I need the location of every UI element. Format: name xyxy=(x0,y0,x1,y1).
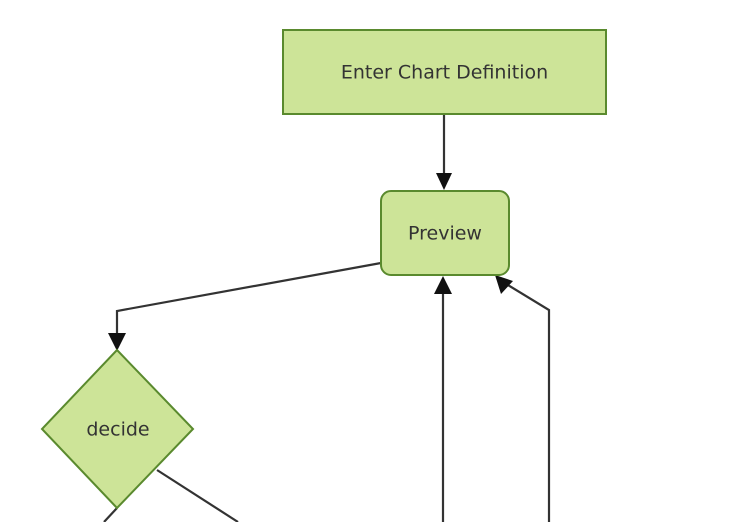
edge-enter-chart-definition-to-preview[interactable] xyxy=(436,114,452,190)
node-label: Enter Chart Definition xyxy=(341,62,548,84)
edge-line xyxy=(156,469,239,522)
edge-layer xyxy=(103,114,551,522)
arrowhead-down-icon xyxy=(436,173,452,190)
edge-line xyxy=(115,261,382,343)
node-preview[interactable]: Preview xyxy=(380,190,510,276)
node-label: Preview xyxy=(408,223,482,245)
edge-line xyxy=(502,281,551,522)
edge-bottom-center-to-preview[interactable] xyxy=(434,276,452,522)
edge-decide-bottom-right[interactable] xyxy=(156,469,239,522)
node-label: decide xyxy=(86,419,149,441)
arrowhead-up-left-icon xyxy=(495,275,513,294)
node-layer: Enter Chart Definition Preview decide xyxy=(40,29,607,510)
node-enter-chart-definition[interactable]: Enter Chart Definition xyxy=(282,29,607,115)
arrowhead-down-icon xyxy=(108,333,126,351)
edge-bottom-right-to-preview[interactable] xyxy=(495,275,551,522)
node-shape-rectangle xyxy=(282,29,607,115)
arrowhead-up-icon xyxy=(434,276,452,294)
node-decide[interactable]: decide xyxy=(40,348,195,510)
node-shape-diamond xyxy=(40,348,195,510)
edge-preview-to-decide[interactable] xyxy=(108,261,382,351)
node-shape-rounded-rectangle xyxy=(380,190,510,276)
edge-decide-bottom-left[interactable] xyxy=(103,507,118,522)
edge-line xyxy=(103,507,118,522)
